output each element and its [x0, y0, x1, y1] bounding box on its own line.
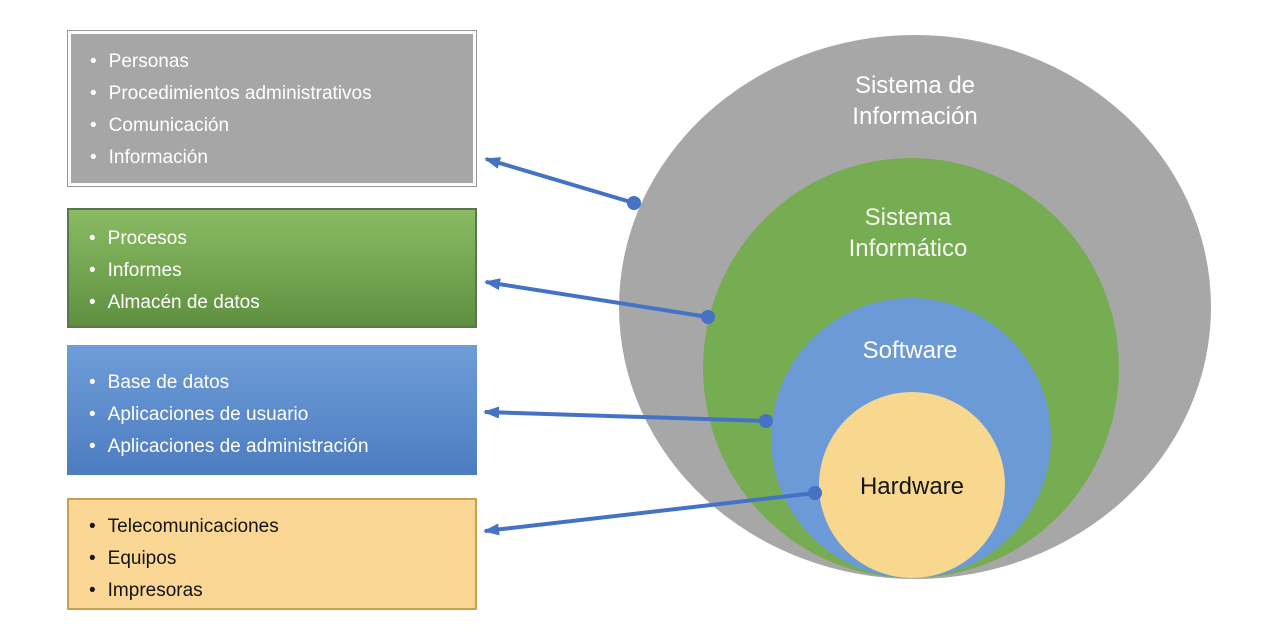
list-item: Impresoras — [89, 575, 475, 607]
arrow-dot-sistema-informacion — [627, 196, 641, 210]
label-sistema-informatico-line1: Sistema — [865, 204, 952, 231]
sistema-informatico-item-list: Procesos Informes Almacén de datos — [89, 223, 475, 319]
list-item: Procesos — [89, 223, 475, 255]
hardware-item-list: Telecomunicaciones Equipos Impresoras — [89, 511, 475, 607]
arrow-dot-software — [759, 414, 773, 428]
sistema-informacion-item-list: Personas Procedimientos administrativos … — [90, 46, 476, 174]
callout-sistema-informatico: Procesos Informes Almacén de datos — [67, 208, 477, 328]
list-item: Almacén de datos — [89, 287, 475, 319]
arrow-sistema-informatico — [484, 278, 709, 319]
list-item: Aplicaciones de administración — [89, 431, 477, 463]
label-sistema-informatico-line2: Informático — [849, 235, 968, 262]
list-item: Aplicaciones de usuario — [89, 399, 477, 431]
list-item: Personas — [90, 46, 476, 78]
label-sistema-informacion-line1: Sistema de — [855, 72, 975, 99]
software-item-list: Base de datos Aplicaciones de usuario Ap… — [89, 367, 477, 463]
callout-software: Base de datos Aplicaciones de usuario Ap… — [67, 345, 477, 475]
callout-sistema-informacion: Personas Procedimientos administrativos … — [67, 30, 477, 187]
ring-hardware — [819, 392, 1005, 578]
list-item: Base de datos — [89, 367, 477, 399]
arrow-dot-hardware — [808, 486, 822, 500]
list-item: Telecomunicaciones — [89, 511, 475, 543]
list-item: Procedimientos administrativos — [90, 78, 476, 110]
label-software: Software — [863, 337, 958, 364]
arrow-sistema-informacion — [484, 157, 635, 205]
arrow-software — [483, 406, 767, 423]
callout-hardware: Telecomunicaciones Equipos Impresoras — [67, 498, 477, 610]
list-item: Comunicación — [90, 110, 476, 142]
list-item: Información — [90, 142, 476, 174]
arrow-hardware — [483, 491, 816, 536]
list-item: Informes — [89, 255, 475, 287]
label-sistema-informacion-line2: Información — [852, 103, 977, 130]
arrow-dot-sistema-informatico — [701, 310, 715, 324]
label-hardware: Hardware — [860, 473, 964, 500]
connector-arrows — [483, 157, 822, 536]
list-item: Equipos — [89, 543, 475, 575]
